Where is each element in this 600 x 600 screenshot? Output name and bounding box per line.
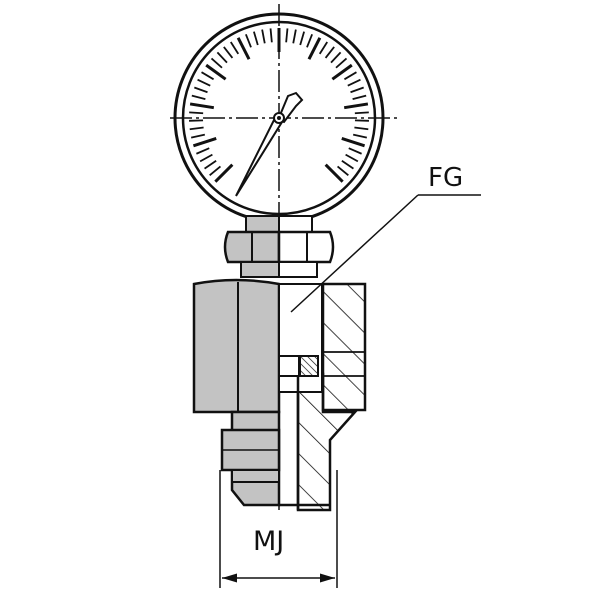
o-ring-seal [299, 355, 319, 377]
gauge-pointer [235, 91, 304, 197]
body-hex [192, 278, 367, 512]
leader-fg: FG [290, 163, 481, 313]
dial-ticks [189, 28, 369, 183]
label-mj: MJ [253, 526, 284, 557]
label-fg: FG [428, 163, 463, 193]
gauge-hex-nut [223, 215, 335, 278]
dimension-mj: MJ [219, 470, 338, 588]
pressure-gauge [170, 4, 398, 230]
male-thread-end [220, 284, 330, 510]
